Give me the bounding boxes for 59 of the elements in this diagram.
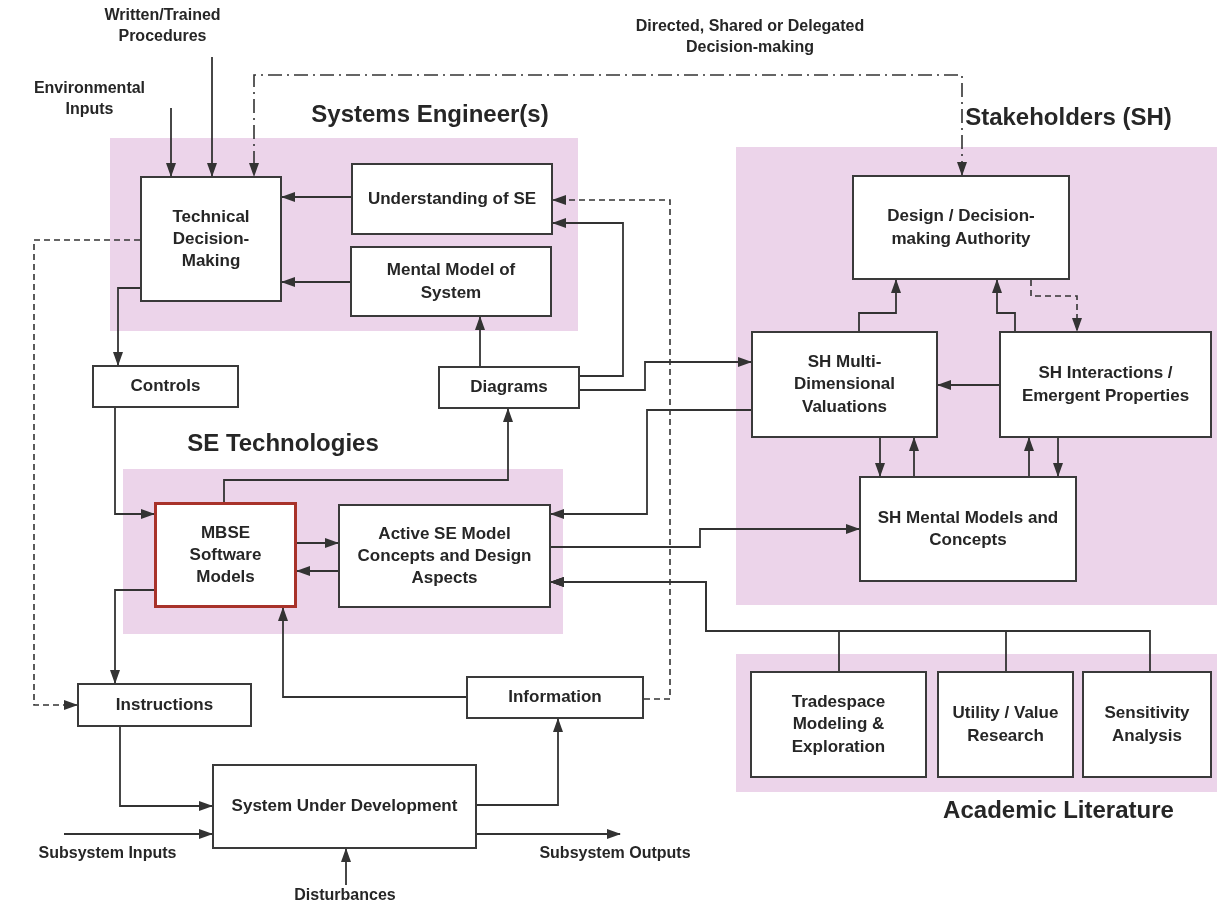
arrow bbox=[937, 380, 1000, 390]
arrow bbox=[166, 107, 176, 177]
arrow bbox=[281, 277, 351, 287]
dashed-arrow bbox=[33, 239, 141, 710]
arrow bbox=[114, 407, 155, 519]
arrow bbox=[113, 287, 141, 366]
dashed-arrow bbox=[249, 74, 967, 177]
input-label: Subsystem Outputs bbox=[505, 834, 725, 868]
process-box: MBSE Software Models bbox=[154, 502, 297, 608]
process-box: SH Multi-Dimensional Valuations bbox=[751, 331, 938, 438]
process-box: Understanding of SE bbox=[351, 163, 553, 235]
arrow bbox=[296, 566, 339, 576]
process-box: SH Mental Models and Concepts bbox=[859, 476, 1077, 582]
arrow bbox=[476, 718, 563, 806]
process-box: SH Interactions / Emergent Properties bbox=[999, 331, 1212, 438]
arrow bbox=[281, 192, 352, 202]
process-box: Mental Model of System bbox=[350, 246, 552, 317]
arrow bbox=[296, 538, 339, 548]
group-heading: Stakeholders (SH) bbox=[964, 103, 1173, 131]
input-label: Environmental Inputs bbox=[8, 78, 171, 130]
arrow bbox=[110, 589, 155, 684]
process-box: Sensitivity Analysis bbox=[1082, 671, 1212, 778]
process-box: Diagrams bbox=[438, 366, 580, 409]
group-heading: Systems Engineer(s) bbox=[310, 100, 550, 128]
arrow bbox=[1024, 437, 1034, 477]
arrow bbox=[550, 577, 1151, 672]
arrow bbox=[119, 726, 213, 811]
input-label: Disturbances bbox=[265, 885, 425, 912]
arrow bbox=[858, 279, 901, 332]
input-label: Written/Trained Procedures bbox=[70, 5, 255, 57]
input-label: Subsystem Inputs bbox=[10, 834, 205, 868]
arrow bbox=[475, 316, 485, 367]
group-heading: SE Technologies bbox=[186, 429, 380, 457]
arrow bbox=[552, 218, 624, 377]
arrow bbox=[550, 524, 860, 548]
process-box: Active SE Model Concepts and Design Aspects bbox=[338, 504, 551, 608]
arrow bbox=[909, 437, 919, 477]
arrow bbox=[1053, 437, 1063, 477]
dashed-arrow bbox=[1030, 279, 1082, 332]
arrow bbox=[278, 607, 467, 698]
arrow bbox=[223, 408, 513, 503]
process-box: Tradespace Modeling & Exploration bbox=[750, 671, 927, 778]
process-box: Information bbox=[466, 676, 644, 719]
arrow bbox=[875, 437, 885, 477]
process-box: Technical Decision-Making bbox=[140, 176, 282, 302]
arrow bbox=[992, 279, 1016, 332]
process-box: Design / Decision-making Authority bbox=[852, 175, 1070, 280]
arrow bbox=[207, 56, 217, 177]
arrow bbox=[550, 409, 752, 519]
process-box: Controls bbox=[92, 365, 239, 408]
process-box: Instructions bbox=[77, 683, 252, 727]
process-box: System Under Development bbox=[212, 764, 477, 849]
arrow bbox=[341, 848, 351, 886]
arrow bbox=[476, 829, 621, 839]
process-box: Utility / Value Research bbox=[937, 671, 1074, 778]
arrow bbox=[579, 357, 752, 391]
arrow bbox=[63, 829, 213, 839]
group-heading: Academic Literature bbox=[942, 796, 1175, 824]
dashed-arrow bbox=[552, 195, 671, 700]
